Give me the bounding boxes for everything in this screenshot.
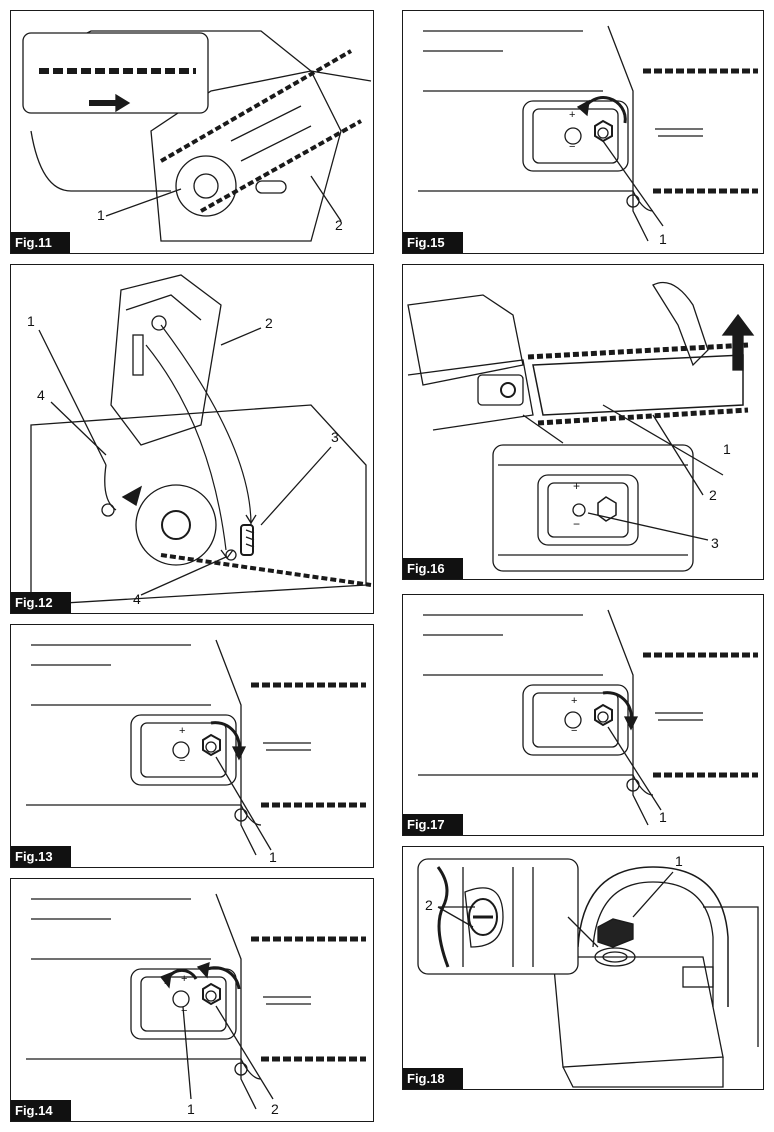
figure-11: 1 2 Fig.11 [10,10,374,254]
fig13-minus: − [179,755,186,767]
fig15-illustration [418,25,758,242]
fig18-label: Fig.18 [403,1068,463,1089]
fig14-label: Fig.14 [11,1100,71,1121]
fig16-minus: − [573,517,581,531]
fig18-callout-2: 2 [425,897,433,913]
fig16-label: Fig.16 [403,558,463,579]
figure-18: 1 2 Fig.18 [402,846,764,1090]
fig14-plus: + [181,973,188,985]
fig13-callout-1: 1 [269,849,277,865]
fig16-illustration [407,281,755,572]
fig15-plus: + [569,109,576,121]
fig14-minus: − [181,1005,188,1017]
fig16-callout-1: 1 [723,441,731,457]
figure-14: + − 1 2 Fig.14 [10,878,374,1122]
fig16-callout-3: 3 [711,535,719,551]
fig13-illustration [26,639,366,856]
fig14-callout-2: 2 [271,1101,279,1117]
fig18-illustration [417,858,759,1088]
fig15-label: Fig.15 [403,232,463,253]
fig17-label: Fig.17 [403,814,463,835]
fig16-plus: + [573,479,581,493]
fig11-label: Fig.11 [11,232,70,253]
fig15-callout-1: 1 [659,231,667,247]
fig12-callout-1: 1 [27,313,35,329]
fig13-plus: + [179,725,186,737]
fig13-label: Fig.13 [11,846,71,867]
fig17-illustration [418,609,758,826]
fig11-callout-2: 2 [335,217,343,233]
figure-12: 1 2 3 4 4 Fig.12 [10,264,374,614]
fig14-callout-1: 1 [187,1101,195,1117]
fig12-label: Fig.12 [11,592,71,613]
fig12-callout-3: 3 [331,429,339,445]
figure-16: + − 1 2 3 Fig.16 [402,264,764,580]
figure-13: + − 1 Fig.13 [10,624,374,868]
fig12-callout-4b: 4 [133,591,141,607]
fig15-minus: − [569,141,576,153]
fig17-minus: − [571,725,578,737]
fig17-callout-1: 1 [659,809,667,825]
figure-15: + − 1 Fig.15 [402,10,764,254]
fig12-illustration [30,274,372,606]
fig14-illustration [26,893,366,1110]
figure-17: + − 1 Fig.17 [402,594,764,836]
fig16-callout-2: 2 [709,487,717,503]
fig11-callout-1: 1 [97,207,105,223]
fig18-callout-1: 1 [675,853,683,869]
fig17-plus: + [571,695,578,707]
fig12-callout-2: 2 [265,315,273,331]
fig12-callout-4a: 4 [37,387,45,403]
fig11-illustration [22,30,372,242]
